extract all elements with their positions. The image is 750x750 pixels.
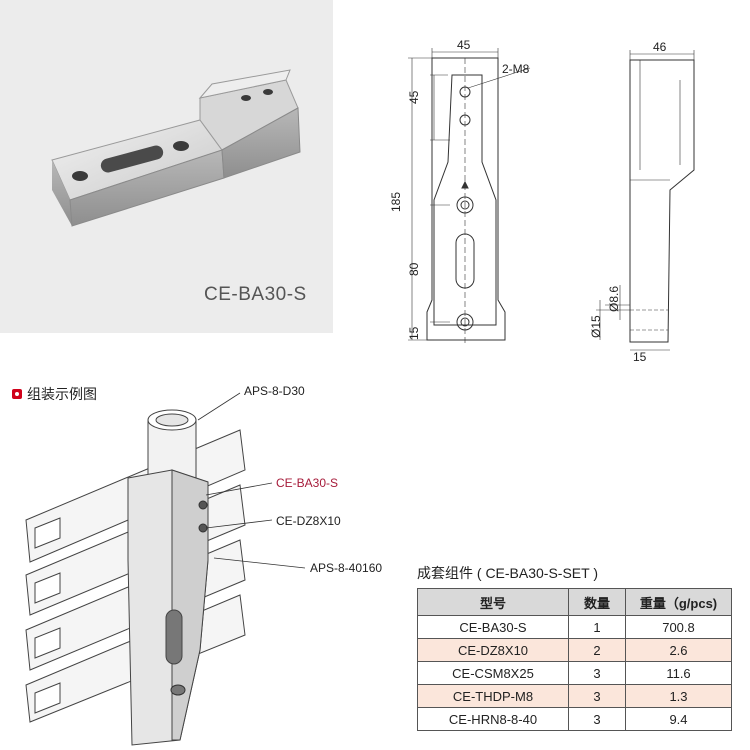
cell-qty: 3 [568, 707, 626, 731]
cell-weight: 700.8 [625, 615, 732, 639]
front-dim-width: 45 [457, 38, 471, 52]
table-row: CE-THDP-M8 3 1.3 [417, 684, 732, 708]
cell-qty: 3 [568, 661, 626, 685]
cell-weight: 11.6 [625, 661, 732, 685]
cell-model: CE-CSM8X25 [417, 661, 569, 685]
callout-aps-d30: APS-8-D30 [244, 384, 305, 398]
front-view [408, 48, 531, 345]
cell-weight: 1.3 [625, 684, 732, 708]
front-dim-top: 45 [407, 90, 421, 104]
side-dim-bottom: 15 [633, 350, 647, 364]
cell-model: CE-BA30-S [417, 615, 569, 639]
table-header-row: 型号 数量 重量（g/pcs) [417, 588, 732, 616]
parts-table-title: 成套组件 ( CE-BA30-S-SET ) [417, 565, 598, 581]
side-dim-small-diameter: Ø8.6 [607, 285, 621, 312]
side-view [596, 50, 695, 351]
assembly-illustration [25, 392, 306, 746]
product-photo-panel: CE-BA30-S [0, 0, 333, 333]
table-row: CE-HRN8-8-40 3 9.4 [417, 707, 732, 731]
table-row: CE-BA30-S 1 700.8 [417, 615, 732, 639]
assembly-title: 组装示例图 [12, 384, 97, 404]
cell-qty: 2 [568, 638, 626, 662]
front-dim-total: 185 [389, 191, 403, 212]
section-marker-icon [12, 389, 22, 399]
callout-ce-dz8x10: CE-DZ8X10 [276, 514, 341, 528]
assembly-title-text: 组装示例图 [27, 386, 97, 402]
front-dim-bottom: 15 [407, 326, 421, 340]
callout-ce-ba30-s: CE-BA30-S [276, 476, 339, 490]
photo-caption: CE-BA30-S [204, 284, 307, 305]
table-row: CE-CSM8X25 3 11.6 [417, 661, 732, 685]
side-dim-width: 46 [653, 40, 667, 54]
front-dim-middle: 80 [407, 262, 421, 276]
product-photo [51, 69, 301, 227]
cell-qty: 3 [568, 684, 626, 708]
side-dim-large-diameter: Ø15 [589, 315, 603, 338]
header-model: 型号 [417, 588, 569, 616]
header-qty: 数量 [568, 588, 626, 616]
cell-qty: 1 [568, 615, 626, 639]
cell-model: CE-DZ8X10 [417, 638, 569, 662]
cell-model: CE-HRN8-8-40 [417, 707, 569, 731]
cell-model: CE-THDP-M8 [417, 684, 569, 708]
parts-table: 型号 数量 重量（g/pcs) CE-BA30-S 1 700.8 CE-DZ8… [417, 588, 732, 731]
cell-weight: 9.4 [625, 707, 732, 731]
table-row: CE-DZ8X10 2 2.6 [417, 638, 732, 662]
cell-weight: 2.6 [625, 638, 732, 662]
thread-label: 2-M8 [502, 62, 530, 76]
callout-aps-40160: APS-8-40160 [310, 561, 383, 575]
header-weight: 重量（g/pcs) [625, 588, 732, 616]
